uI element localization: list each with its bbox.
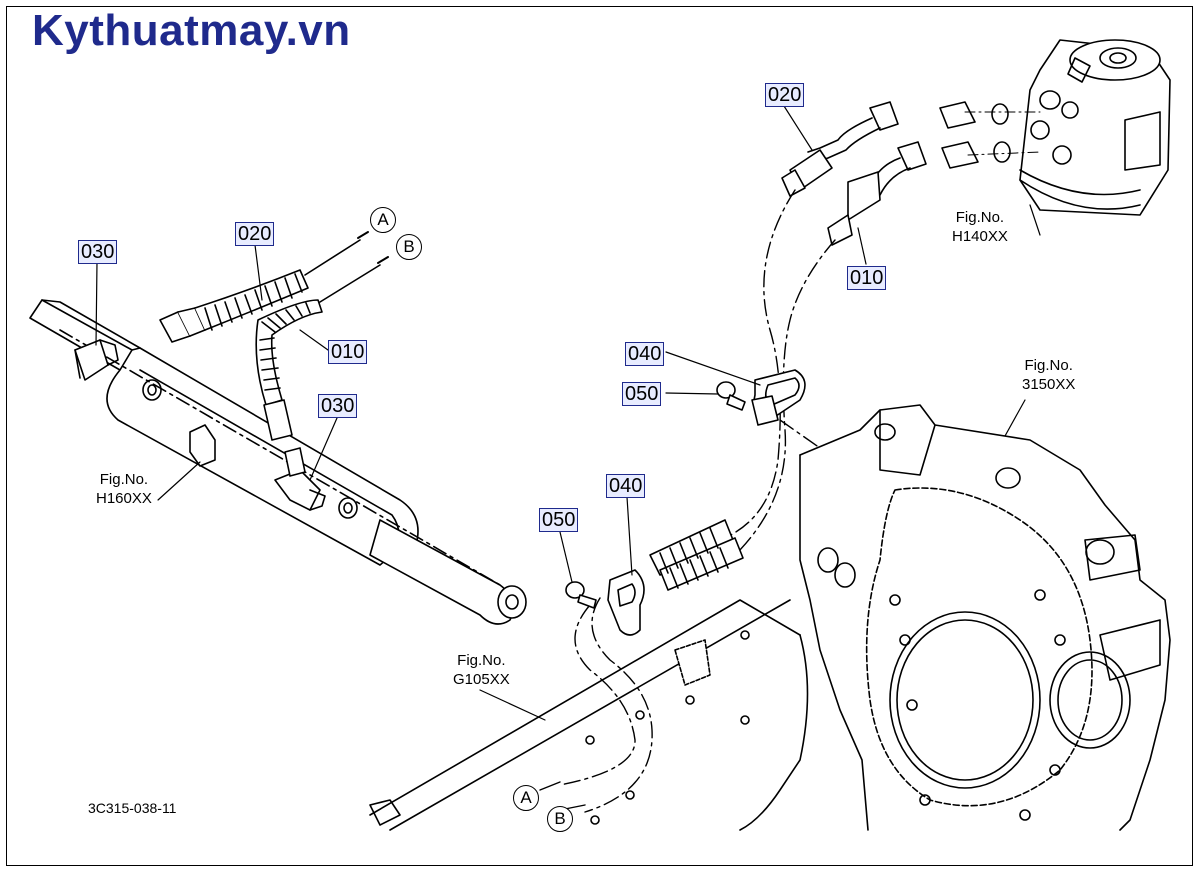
callout-010-left: 010: [328, 340, 368, 364]
elbow-fitting-top: [74, 339, 119, 381]
drawing-code: 3C315-038-11: [88, 800, 177, 816]
callout-020-left: 020: [235, 222, 275, 246]
steering-unit: [1019, 39, 1171, 216]
callout-030-top-left: 030: [78, 240, 118, 264]
callout-040-top: 040: [625, 342, 665, 366]
hose-ends-lower: [649, 519, 744, 591]
steering-cylinder: [29, 299, 527, 625]
hose-010-right: [827, 141, 927, 246]
site-watermark: Kythuatmay.vn: [32, 6, 351, 55]
hose-010-left: [255, 256, 389, 441]
fig-ref-g105: Fig.No. G105XX: [453, 651, 510, 689]
bolt-050-bottom: [565, 581, 597, 609]
front-housing: [799, 404, 1171, 831]
connector-a-bottom: A: [513, 785, 539, 811]
leader-lines-left: [95, 244, 338, 501]
callout-020-right: 020: [765, 83, 805, 107]
connector-b-bottom: B: [547, 806, 573, 832]
frame-channel: [369, 599, 809, 831]
fig-ref-h160: Fig.No. H160XX: [96, 470, 152, 508]
fig-ref-g105-code: G105XX: [453, 671, 510, 688]
fig-ref-3150: Fig.No. 3150XX: [1022, 356, 1075, 394]
clamp-040-top: [751, 369, 806, 426]
diagram-frame: [6, 6, 1193, 866]
fig-ref-h140-label: Fig.No.: [955, 209, 1005, 226]
fig-ref-g105-label: Fig.No.: [457, 652, 506, 669]
fig-ref-h160-code: H160XX: [96, 490, 152, 507]
steering-fittings: [939, 101, 1041, 169]
bolt-050-top: [716, 381, 746, 411]
connector-a-top: A: [370, 207, 396, 233]
fig-ref-3150-code: 3150XX: [1022, 376, 1076, 393]
hose-route-lines: [559, 189, 836, 813]
fig-ref-h140: Fig.No. H140XX: [952, 208, 1008, 246]
callout-010-right: 010: [847, 266, 887, 290]
callout-050-top: 050: [622, 382, 662, 406]
fig-ref-h160-label: Fig.No.: [99, 471, 149, 488]
elbow-fitting-bottom: [274, 447, 326, 511]
callout-050-bottom: 050: [539, 508, 579, 532]
hose-020-left: [159, 231, 369, 343]
clamp-040-bottom: [607, 569, 645, 636]
connector-b-top: B: [396, 234, 422, 260]
fig-ref-h140-code: H140XX: [952, 228, 1008, 245]
callout-040-bottom: 040: [606, 474, 646, 498]
hose-020-right: [781, 101, 899, 197]
fig-ref-3150-label: Fig.No.: [1024, 357, 1073, 374]
callout-030-bottom-left: 030: [318, 394, 358, 418]
